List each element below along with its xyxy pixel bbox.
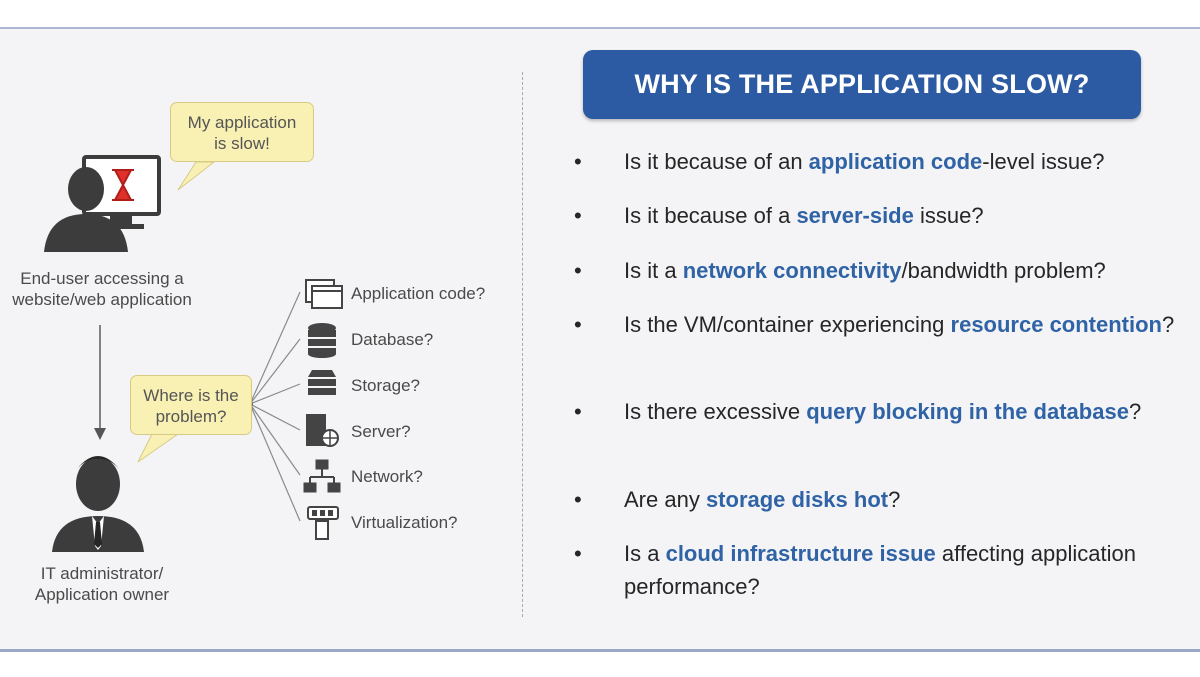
question-text: Is it a network connectivity/bandwidth p… [624,254,1199,287]
question-segment: ? [888,487,901,512]
question-highlight: application code [808,149,983,174]
question-segment: Is a [624,541,666,566]
server-icon [306,414,339,447]
bullet-dot: • [574,149,582,174]
component-label-server: Server? [351,422,411,441]
speech-bubble-admin: Where is the problem? [130,375,252,435]
bubble-admin-line-2: problem? [155,407,227,426]
question-highlight: server-side [796,203,914,228]
end-user-label: End-user accessing a website/web applica… [0,268,204,310]
arrow-down [94,325,106,440]
diagram-graphics [44,155,343,552]
question-highlight: resource contention [950,312,1162,337]
question-text: Is it because of a server-side issue? [624,199,1199,232]
bubble-tail-admin [137,433,180,463]
question-text: Is the VM/container experiencing resourc… [624,308,1199,341]
divider-line [522,72,523,617]
bubble-user-line-2: is slow! [214,134,270,153]
component-label-network: Network? [351,467,423,486]
network-icon [303,459,341,493]
component-label-application-code: Application code? [351,284,486,303]
question-text: Are any storage disks hot? [624,483,1199,516]
bullet-dot: • [574,487,582,512]
question-segment: Is it a [624,258,683,283]
question-segment: issue? [913,203,984,228]
bullet-dot: • [574,312,582,337]
bullet-dot: • [574,541,582,566]
speech-bubble-user: My application is slow! [170,102,314,162]
question-highlight: storage disks hot [705,487,889,512]
end-user-label-line-2: website/web application [12,290,192,309]
connector-lines [247,291,301,522]
question-highlight: query blocking in the database [806,399,1129,424]
question-text: Is it because of an application code-lev… [624,145,1199,178]
question-segment: Is the VM/container experiencing [624,312,951,337]
end-user-label-line-1: End-user accessing a [20,269,184,288]
bubble-tail-user [177,161,216,191]
bubble-user-line-1: My application [187,113,297,132]
question-segment: -level issue? [982,149,1105,174]
bullet-dot: • [574,258,582,283]
end-user-icon [44,167,128,252]
admin-label-line-1: IT administrator/ [40,564,164,583]
question-highlight: cloud infrastructure issue [665,541,936,566]
bullet-dot: • [574,203,582,228]
question-segment: /bandwidth problem? [901,258,1106,283]
question-segment: Is there excessive [624,399,807,424]
question-segment: Is it because of an [624,149,809,174]
question-text: Is there excessive query blocking in the… [624,395,1199,428]
component-label-database: Database? [351,330,434,349]
database-icon [308,323,336,358]
question-segment: Is it because of a [624,203,797,228]
question-highlight: network connectivity [682,258,902,283]
question-segment: Are any [624,487,706,512]
admin-label-line-2: Application owner [34,585,170,604]
question-text: Is a cloud infrastructure issue affectin… [624,537,1199,603]
admin-icon [52,456,144,552]
bubble-admin-line-1: Where is the [143,386,239,405]
hourglass-icon [112,169,134,201]
page-title: WHY IS THE APPLICATION SLOW? [634,69,1090,99]
title-banner: WHY IS THE APPLICATION SLOW? [583,50,1141,119]
component-label-storage: Storage? [351,376,420,395]
storage-icon [308,370,336,395]
component-label-virtualization: Virtualization? [351,513,458,532]
question-segment: ? [1162,312,1175,337]
virtualization-icon [307,506,339,540]
bullet-dot: • [574,399,582,424]
question-segment: ? [1128,399,1142,424]
question-segment: affecting application performance? [624,541,1136,599]
window-icon [305,279,343,309]
admin-label: IT administrator/ Application owner [0,563,204,605]
